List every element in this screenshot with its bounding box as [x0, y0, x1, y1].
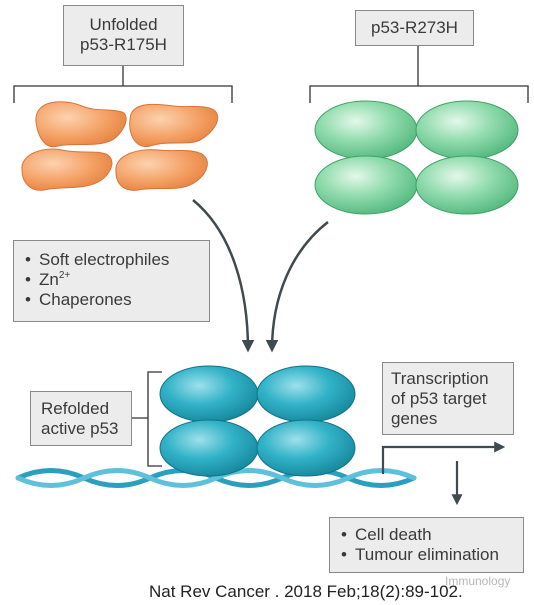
transcription-arrow: [381, 441, 506, 474]
outcomes-box: Cell death Tumour elimination: [329, 517, 524, 573]
r273h-label-text: p53-R273H: [371, 18, 458, 37]
refolding-arrow-from-r273h: [265, 221, 329, 353]
refolded-p53-tetramer: [159, 365, 356, 477]
refolded-label: Refolded active p53: [30, 391, 132, 446]
treatment-item: Chaperones: [25, 290, 209, 310]
outcome-item: Cell death: [341, 525, 523, 545]
treatment-soft-electrophiles: Soft electrophiles: [39, 250, 170, 269]
treatment-item: Soft electrophiles: [25, 250, 209, 270]
transcription-label: Transcription of p53 target genes: [382, 362, 514, 435]
r273h-monomer: [415, 100, 519, 160]
refolded-bracket: [132, 371, 162, 467]
unfolded-monomer: [21, 148, 113, 191]
outcome-tumour-elimination: Tumour elimination: [355, 545, 499, 564]
outcome-item: Tumour elimination: [341, 545, 523, 565]
unfolded-monomer: [35, 101, 127, 148]
refolded-monomer: [256, 419, 356, 477]
refolded-monomer: [159, 365, 259, 423]
unfolded-bracket: [13, 66, 233, 103]
refolded-monomer: [256, 365, 356, 423]
refolded-label-line2: active p53: [41, 419, 119, 438]
dna-helix: [15, 468, 417, 488]
unfolded-label-line2: p53-R175H: [80, 35, 167, 54]
refolding-arrow-from-r175h: [192, 199, 255, 353]
treatment-zinc-charge: 2+: [58, 270, 71, 281]
watermark: Immunology: [445, 574, 511, 588]
r273h-label: p53-R273H: [355, 10, 474, 46]
outcome-cell-death: Cell death: [355, 525, 432, 544]
r273h-monomer: [314, 100, 418, 160]
refolded-label-line1: Refolded: [41, 399, 110, 418]
r273h-bracket: [309, 46, 529, 103]
treatment-zinc: Zn: [39, 270, 59, 289]
unfolded-monomer: [129, 103, 219, 148]
transcription-line3: genes: [391, 409, 438, 428]
r273h-p53-tetramer: [314, 100, 519, 215]
transcription-line1: Transcription: [391, 369, 489, 388]
treatments-box: Soft electrophiles Zn2+ Chaperones: [13, 240, 210, 322]
treatment-chaperones: Chaperones: [39, 290, 132, 309]
dna-strand: [15, 468, 417, 488]
unfolded-p53-tetramer: [21, 101, 219, 191]
r273h-monomer: [314, 155, 418, 215]
unfolded-label-line1: Unfolded: [89, 15, 158, 34]
unfolded-r175h-label: Unfolded p53-R175H: [63, 5, 184, 66]
transcription-line2: of p53 target: [391, 389, 487, 408]
r273h-monomer: [415, 155, 519, 215]
refolded-monomer: [159, 419, 259, 477]
treatment-item: Zn2+: [25, 270, 209, 290]
citation: Nat Rev Cancer . 2018 Feb;18(2):89-102.: [149, 582, 463, 601]
unfolded-monomer: [115, 149, 208, 191]
